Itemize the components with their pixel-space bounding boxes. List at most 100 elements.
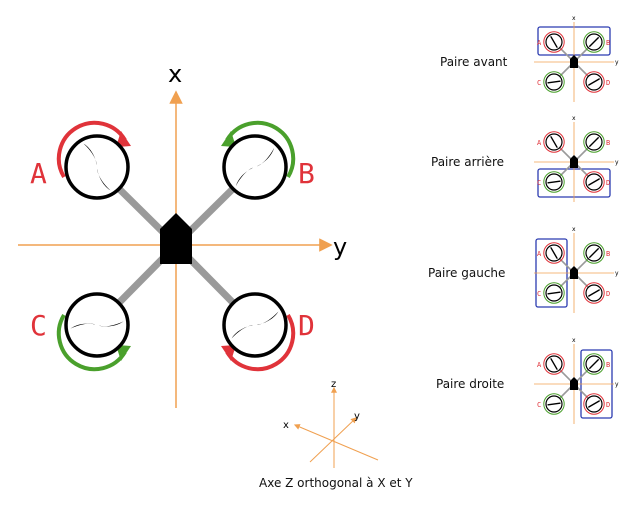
mini-motor: B: [583, 242, 610, 264]
y-label-3d: y: [354, 411, 360, 422]
mini-motor: A: [537, 131, 565, 153]
mini-motor-letter: B: [606, 39, 610, 47]
mini-motor: C: [537, 171, 565, 193]
mini-y-label: y: [615, 159, 619, 166]
mini-motor: B: [583, 31, 610, 53]
mini-y-label: y: [615, 270, 619, 277]
motor-c: C: [30, 292, 131, 372]
rotation-arrow-c: [56, 313, 127, 372]
mini-motor-letter: A: [537, 139, 542, 147]
mini-motor-letter: C: [537, 179, 541, 187]
mini-motor-letter: A: [537, 39, 542, 47]
pair-label: Paire arrière: [431, 155, 504, 169]
mini-drone-body: [570, 377, 578, 390]
main-quad-diagram: x y A B: [18, 60, 347, 408]
mini-rotation-ring: [543, 31, 565, 53]
mini-x-label: x: [572, 226, 576, 233]
motor-letter-c: C: [30, 309, 47, 342]
mini-y-label: y: [615, 59, 619, 66]
mini-rotation-ring: [583, 131, 605, 153]
pair-label: Paire gauche: [428, 266, 505, 280]
drone-body: [160, 213, 192, 264]
mini-propeller: [550, 136, 558, 148]
y-axis-label: y: [333, 233, 347, 261]
mini-motor-letter: A: [537, 250, 542, 258]
mini-motor-letter: A: [537, 361, 542, 369]
pair-label: Paire droite: [436, 377, 504, 391]
mini-propeller: [550, 247, 558, 259]
mini-x-label: x: [572, 337, 576, 344]
motor-a: A: [30, 120, 131, 200]
mini-motor-letter: B: [606, 250, 610, 258]
mini-motor-letter: B: [606, 361, 610, 369]
mini-motor: D: [583, 71, 610, 93]
arrowhead-a: [116, 131, 131, 147]
mini-propeller: [547, 402, 561, 406]
mini-rotation-ring: [583, 282, 605, 304]
mini-propeller: [547, 291, 561, 295]
mini-motor: C: [537, 393, 565, 415]
propeller-b: [235, 147, 275, 187]
motor-letter-a: A: [30, 157, 47, 190]
mini-motor-letter: D: [606, 290, 610, 298]
mini-motor-letter: C: [537, 290, 541, 298]
pair-label: Paire avant: [440, 55, 508, 69]
y-axis-3d: [309, 417, 357, 463]
mini-propeller: [589, 248, 599, 258]
mini-rotation-ring: [543, 393, 565, 415]
mini-propeller: [589, 37, 599, 47]
propeller-c: [70, 321, 124, 329]
mini-y-label: y: [615, 381, 619, 388]
mini-motor-letter: B: [606, 139, 610, 147]
mini-motor: C: [537, 282, 565, 304]
mini-propeller: [547, 80, 561, 84]
motor-d: D: [221, 292, 315, 372]
mini-rotation-ring: [543, 71, 565, 93]
motor-b: B: [221, 120, 315, 200]
axes-caption: Axe Z orthogonal à X et Y: [259, 476, 413, 490]
mini-propeller: [588, 78, 600, 86]
motor-letter-d: D: [298, 309, 315, 342]
mini-motor: D: [583, 282, 610, 304]
mini-rotation-ring: [543, 242, 565, 264]
mini-rotation-ring: [583, 31, 605, 53]
mini-propeller: [588, 289, 600, 297]
pair-panel: Paire arrière x y A B C D: [431, 115, 619, 202]
x-label-3d: x: [283, 420, 289, 431]
mini-motor-letter: C: [537, 79, 541, 87]
rotation-arrow-b: [225, 120, 296, 179]
mini-motor: D: [583, 171, 610, 193]
mini-rotation-ring: [583, 393, 605, 415]
pair-panel: Paire gauche x y A B C D: [428, 226, 619, 313]
x-axis-label: x: [168, 60, 182, 88]
mini-rotation-ring: [543, 131, 565, 153]
mini-motor: A: [537, 242, 565, 264]
mini-rotation-ring: [583, 171, 605, 193]
x-axis-3d: [293, 424, 379, 461]
mini-motor: A: [537, 353, 565, 375]
rotation-arrow-a: [56, 120, 127, 179]
mini-propeller: [589, 359, 599, 369]
mini-motor-letter: D: [606, 79, 610, 87]
propeller-a: [83, 143, 111, 191]
mini-rotation-ring: [543, 282, 565, 304]
axes-3d-diagram: z x y Axe Z orthogonal à X et Y: [259, 379, 413, 490]
mini-motor: A: [537, 31, 565, 53]
propeller-d: [231, 311, 279, 339]
mini-rotation-ring: [543, 171, 565, 193]
mini-rotation-ring: [583, 71, 605, 93]
motor-letter-b: B: [298, 157, 315, 190]
mini-propeller: [588, 400, 600, 408]
mini-propeller: [550, 358, 558, 370]
arrowhead-b: [221, 131, 236, 147]
mini-rotation-ring: [583, 242, 605, 264]
mini-propeller: [588, 178, 600, 186]
mini-x-label: x: [572, 115, 576, 122]
mini-propeller: [589, 137, 599, 147]
mini-motor-letter: D: [606, 179, 610, 187]
mini-motor: B: [583, 131, 610, 153]
